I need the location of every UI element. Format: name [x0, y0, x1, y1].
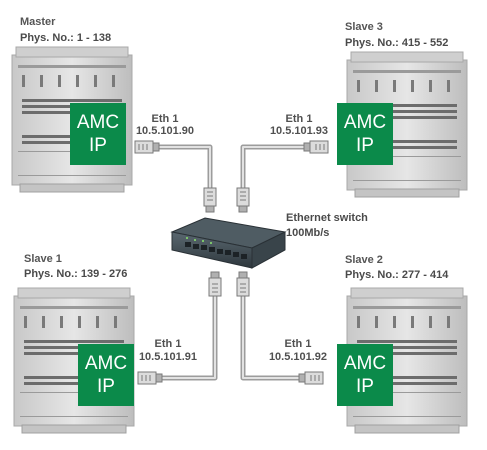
master-ip: 10.5.101.90	[135, 125, 195, 137]
ethernet-switch	[170, 217, 287, 269]
amc-line1: AMC	[84, 353, 128, 374]
slave2-eth-port: Eth 1	[284, 338, 312, 350]
switch-speed: 100Mb/s	[286, 227, 330, 239]
slave3-amc-label: AMC IP	[338, 111, 392, 157]
switch-label: Ethernet switch	[286, 212, 368, 224]
master-amc-label: AMC IP	[71, 111, 125, 157]
slave1-eth-connector	[137, 371, 163, 385]
slave3-title: Slave 3	[345, 21, 383, 33]
slave1-amc-module	[78, 344, 134, 406]
slave3-phys-no: Phys. No.: 415 - 552	[345, 37, 449, 49]
master-phys-no: Phys. No.: 1 - 138	[20, 32, 112, 44]
slave2-ip: 10.5.101.92	[268, 351, 328, 363]
slave2-phys-no: Phys. No.: 277 - 414	[345, 269, 449, 281]
amc-line2: IP	[97, 376, 115, 397]
master-title: Master	[20, 16, 56, 28]
amc-line2: IP	[89, 135, 107, 156]
slave3-eth-connector	[303, 140, 329, 154]
slave2-title: Slave 2	[345, 254, 383, 266]
amc-line1: AMC	[76, 112, 120, 133]
master-eth-connector	[134, 140, 160, 154]
amc-line2: IP	[356, 376, 374, 397]
switch-cable-connector-a	[203, 187, 217, 213]
amc-line1: AMC	[343, 112, 387, 133]
slave1-phys-no: Phys. No.: 139 - 276	[24, 268, 128, 280]
slave1-ip: 10.5.101.91	[138, 351, 198, 363]
master-eth-port: Eth 1	[151, 113, 179, 125]
switch-cable-connector-c	[208, 271, 222, 297]
slave1-eth-port: Eth 1	[154, 338, 182, 350]
slave2-amc-module	[337, 344, 393, 406]
switch-cable-connector-b	[236, 187, 250, 213]
slave1-title: Slave 1	[24, 253, 62, 265]
slave2-amc-label: AMC IP	[338, 352, 392, 398]
slave3-amc-module	[337, 103, 393, 165]
master-amc-module	[70, 103, 126, 165]
amc-line2: IP	[356, 135, 374, 156]
slave3-eth-port: Eth 1	[285, 113, 313, 125]
switch-cable-connector-d	[236, 271, 250, 297]
slave2-eth-connector	[298, 371, 324, 385]
slave1-amc-label: AMC IP	[79, 352, 133, 398]
amc-line1: AMC	[343, 353, 387, 374]
slave3-ip: 10.5.101.93	[269, 125, 329, 137]
